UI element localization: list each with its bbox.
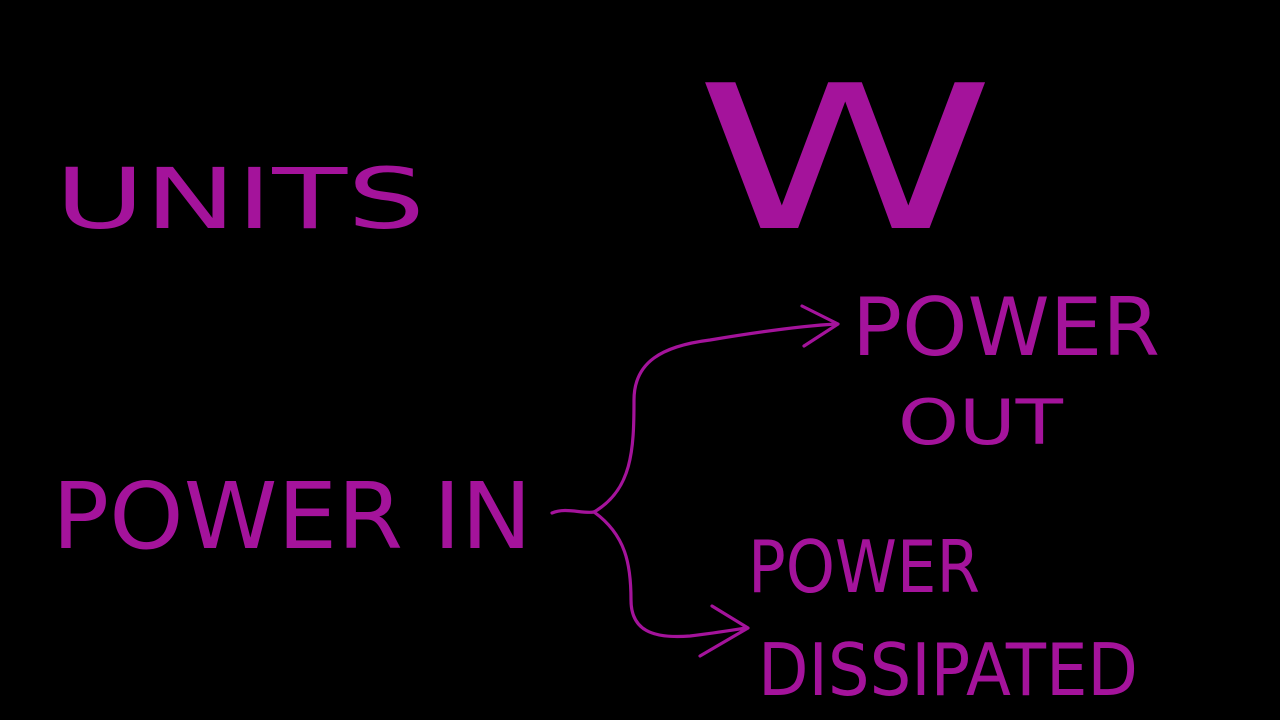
units-label: UNITS <box>55 150 425 248</box>
power-dissipated-label-line1: POWER <box>748 525 980 609</box>
power-out-label-line1: POWER <box>852 281 1160 374</box>
arrow-to-power-out <box>592 322 838 514</box>
arrowhead-power-out <box>800 304 840 348</box>
arrowhead-power-dissipated <box>698 604 750 658</box>
power-out-label-line2: OUT <box>898 386 1064 459</box>
power-dissipated-label-line2: DISSIPATED <box>758 628 1138 712</box>
arrow-to-power-dissipated <box>592 510 748 639</box>
branch-stem <box>550 508 596 515</box>
units-symbol-watts: W <box>695 43 995 276</box>
branch-arrows <box>550 304 840 658</box>
power-in-label: POWER IN <box>52 463 532 570</box>
